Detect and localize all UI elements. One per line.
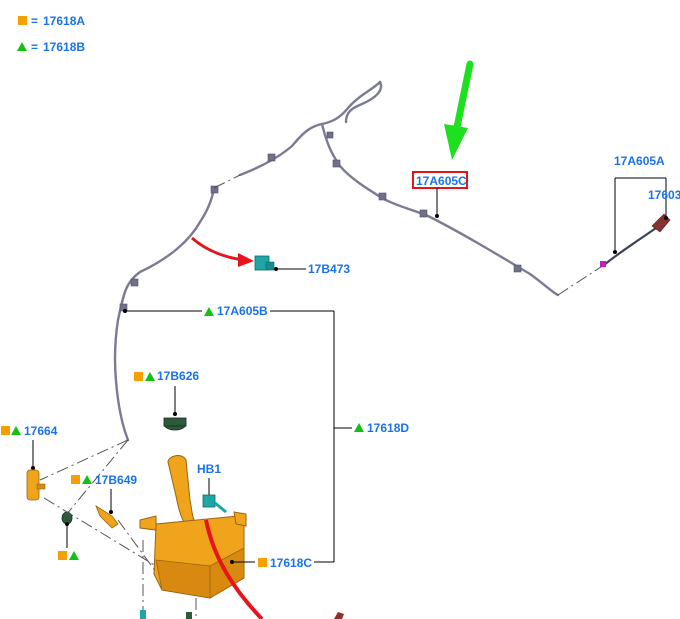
- svg-text:17618C: 17618C: [270, 556, 312, 570]
- legend: = 17618A = 17618B: [17, 14, 85, 54]
- connector-icon: [254, 255, 275, 271]
- nozzle-hose-right: [600, 213, 671, 267]
- callout-17A605B[interactable]: 17A605B: [123, 304, 334, 318]
- washer-reservoir: [139, 455, 247, 599]
- green-arrow-icon: [444, 60, 474, 160]
- svg-text:17B626: 17B626: [157, 369, 199, 383]
- hose-clip: [332, 159, 341, 168]
- callout-17603[interactable]: 17603: [648, 188, 680, 202]
- hose-clip: [513, 264, 522, 273]
- callout-HB1[interactable]: HB1: [197, 462, 227, 514]
- svg-text:17B649: 17B649: [95, 473, 137, 487]
- callout-17664[interactable]: 17664: [1, 424, 58, 501]
- legend-code-17618A: 17618A: [43, 14, 85, 28]
- callout-17B473[interactable]: 17B473: [254, 255, 350, 276]
- svg-text:17B473: 17B473: [308, 262, 350, 276]
- pump-icon: [26, 469, 46, 501]
- hose-clip: [378, 192, 387, 201]
- legend-triangle-marker: [17, 42, 27, 51]
- hose-clip: [130, 278, 139, 287]
- highlight-box: [412, 171, 468, 189]
- red-arrow-icon: [191, 236, 254, 267]
- svg-text:17603: 17603: [648, 188, 680, 202]
- legend-code-17618B: 17618B: [43, 40, 85, 54]
- svg-text:17664: 17664: [24, 424, 58, 438]
- level-sensor-icon: [95, 505, 119, 529]
- hose-clip: [210, 185, 219, 194]
- red-arrow-icon: [204, 519, 264, 619]
- callout-17A605C[interactable]: 17A605C: [412, 171, 468, 218]
- cap-icon: [163, 417, 187, 431]
- connector-icon: [202, 494, 227, 514]
- svg-text:17A605B: 17A605B: [217, 304, 268, 318]
- callout-17618D[interactable]: 17618D: [333, 311, 409, 562]
- grommet-part: [58, 511, 79, 560]
- svg-text:HB1: HB1: [197, 462, 221, 476]
- partial-parts: [140, 610, 344, 619]
- legend-equals-1: =: [31, 14, 38, 28]
- callout-17B649[interactable]: 17B649: [71, 473, 137, 529]
- hose-clip: [267, 153, 276, 162]
- callout-17A605A[interactable]: 17A605A: [613, 154, 668, 254]
- callout-17618C[interactable]: 17618C: [230, 556, 334, 570]
- reference-lines: [43, 497, 197, 619]
- hose-clip: [326, 131, 334, 139]
- svg-text:17618D: 17618D: [367, 421, 409, 435]
- washer-hose-assembly: [39, 80, 605, 516]
- svg-text:17A605C: 17A605C: [416, 174, 467, 188]
- legend-equals-2: =: [31, 40, 38, 54]
- hose-clip: [419, 209, 428, 218]
- legend-square-marker: [18, 16, 27, 25]
- callout-17B626[interactable]: 17B626: [134, 369, 199, 431]
- svg-text:17A605A: 17A605A: [614, 154, 665, 168]
